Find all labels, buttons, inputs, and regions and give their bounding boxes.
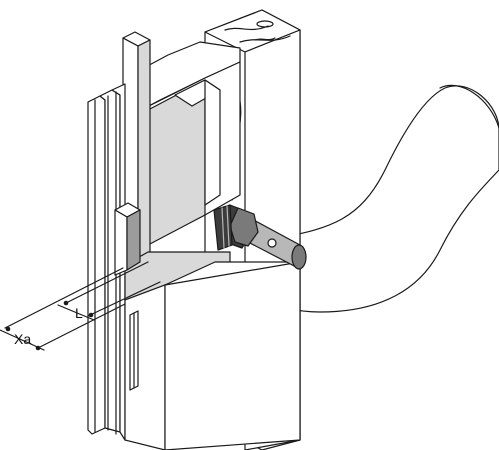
actuator-tab (114, 202, 141, 276)
dimension-label-l: L (75, 305, 83, 321)
dimension-label-xa: Xa (14, 331, 31, 347)
dimension-markers (5, 300, 94, 351)
proximity-sensor-icon (213, 204, 307, 270)
mounting-bracket (139, 41, 241, 246)
door-panel-lower (124, 251, 301, 450)
door-leaf (87, 83, 126, 441)
dimension-lines (0, 261, 161, 351)
